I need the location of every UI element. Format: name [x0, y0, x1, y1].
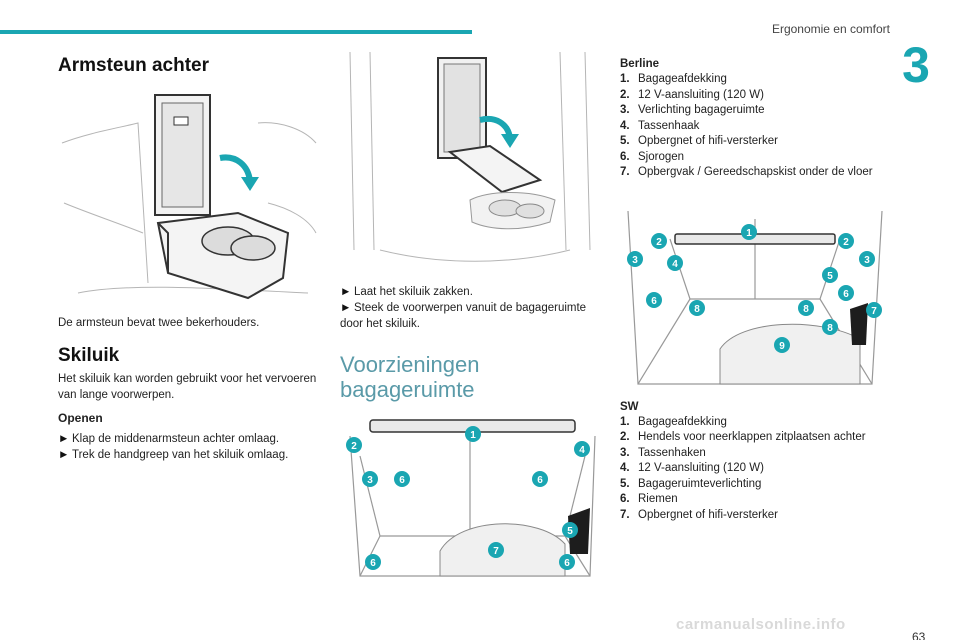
svg-text:2: 2 — [843, 237, 849, 248]
item-text: Opbergnet of hifi-versterker — [638, 508, 778, 521]
item-text: Tassenhaken — [638, 446, 706, 459]
step-item: ►Trek de handgreep van het skiluik omlaa… — [58, 449, 289, 461]
svg-text:8: 8 — [827, 323, 833, 334]
item-number: 1. — [620, 415, 630, 428]
openen-heading: Openen — [58, 411, 103, 425]
list-item: 5. Opbergnet of hifi-versterker — [620, 134, 890, 150]
svg-text:6: 6 — [537, 475, 543, 486]
left-column: Armsteun achter De armsteun bevat twee — [58, 55, 328, 463]
page-number: 63 — [912, 630, 926, 640]
item-number: 3. — [620, 446, 630, 459]
item-number: 5. — [620, 135, 630, 147]
item-text: Riemen — [638, 493, 678, 505]
berline-title: Berline — [620, 58, 659, 70]
item-number: 3. — [620, 104, 630, 116]
svg-text:4: 4 — [672, 259, 678, 270]
middle-column: ►Laat het skiluik zakken. ►Steek de voor… — [340, 50, 605, 588]
svg-text:3: 3 — [864, 255, 870, 266]
list-item: 7. Opbergnet of hifi-versterker — [620, 508, 890, 524]
svg-text:4: 4 — [579, 445, 585, 456]
svg-text:7: 7 — [493, 546, 499, 557]
watermark-text: carmanualsonline.info — [676, 616, 846, 633]
item-number: 7. — [620, 166, 630, 178]
item-number: 5. — [620, 477, 630, 490]
item-text: Bagageafdekking — [638, 73, 727, 85]
item-number: 1. — [620, 73, 630, 85]
callout-markers: 1 2 3 4 6 6 5 7 6 6 — [346, 426, 590, 570]
svg-text:6: 6 — [370, 558, 376, 569]
armrest-caption: De armsteun bevat twee bekerhouders. — [58, 317, 260, 329]
item-text: Tassenhaak — [638, 119, 700, 132]
section-title-skiluik: Skiluik — [58, 345, 120, 366]
item-text: Opbergvak / Gereedschapskist onder de vl… — [638, 166, 873, 178]
skiluik-illustration — [340, 50, 605, 278]
svg-text:9: 9 — [779, 341, 785, 352]
item-text: Opbergnet of hifi-versterker — [638, 135, 778, 147]
item-number: 2. — [620, 88, 630, 101]
list-item: 5. Bagageruimteverlichting — [620, 477, 890, 493]
item-text: Hendels voor neerklappen zitplaatsen ach… — [638, 431, 866, 443]
header-accent-bar — [0, 30, 472, 34]
list-item: 3. Verlichting bagageruimte — [620, 103, 890, 119]
arrow-right-icon: ► — [340, 302, 352, 314]
trunk-berline-illustration: 1 2 3 4 6 6 5 7 6 6 — [340, 416, 605, 588]
list-item: 6. Sjorogen — [620, 150, 890, 166]
svg-text:3: 3 — [367, 475, 373, 486]
item-text: Sjorogen — [638, 150, 685, 163]
berline-list: 1. Bagageafdekking 2. 12 V-aansluiting (120… — [620, 72, 890, 181]
svg-text:1: 1 — [746, 228, 752, 239]
section-title-bagageruimte: Voorzieningen bagageruimte — [340, 352, 480, 402]
item-number: 4. — [620, 119, 630, 132]
svg-text:7: 7 — [871, 306, 877, 317]
list-item: 2. Hendels voor neerklappen zitplaatsen a… — [620, 430, 890, 446]
arrow-right-icon: ► — [58, 433, 70, 445]
svg-text:6: 6 — [651, 296, 657, 307]
list-item: 6. Riemen — [620, 492, 890, 508]
list-item: 4. Tassenhaak — [620, 119, 890, 135]
sw-title: SW — [620, 400, 639, 413]
step-item: ►Klap de middenarmsteun achter omlaag. — [58, 433, 280, 445]
svg-text:8: 8 — [694, 304, 700, 315]
svg-text:6: 6 — [564, 558, 570, 569]
svg-text:3: 3 — [632, 255, 638, 266]
list-item: 2. 12 V-aansluiting (120 W) — [620, 88, 890, 104]
trunk-sw-illustration: 1 2 2 3 4 3 5 6 6 8 8 7 8 9 — [620, 198, 890, 395]
item-text: Bagageruimteverlichting — [638, 477, 762, 490]
right-column: Berline 1. Bagageafdekking 2. 12 V-aansluit… — [620, 58, 890, 523]
svg-text:5: 5 — [567, 526, 573, 537]
chapter-title: Ergonomie en comfort — [771, 22, 890, 36]
item-number: 6. — [620, 493, 630, 505]
item-text: Verlichting bagageruimte — [638, 104, 765, 116]
item-text: 12 V-aansluiting (120 W) — [638, 462, 764, 474]
svg-text:8: 8 — [803, 304, 809, 315]
step-item: ►Laat het skiluik zakken. — [340, 286, 473, 298]
svg-text:1: 1 — [470, 430, 476, 441]
chapter-number: 3 — [902, 37, 930, 93]
svg-text:5: 5 — [827, 271, 833, 282]
armrest-illustration — [58, 83, 328, 305]
section-title-armsteun: Armsteun achter — [58, 55, 209, 76]
list-item: 1. Bagageafdekking — [620, 415, 890, 431]
item-number: 2. — [620, 431, 630, 443]
list-item: 7. Opbergvak / Gereedschapskist onder de … — [620, 165, 890, 181]
item-number: 6. — [620, 150, 630, 163]
list-item: 4. 12 V-aansluiting (120 W) — [620, 461, 890, 477]
arrow-right-icon: ► — [340, 286, 352, 298]
item-number: 7. — [620, 508, 630, 521]
svg-text:2: 2 — [351, 441, 357, 452]
svg-text:6: 6 — [843, 289, 849, 300]
step-item: ►Steek de voorwerpen vanuit de bagagerui… — [340, 302, 587, 330]
skiluik-intro: Het skiluik kan worden gebruikt voor het… — [58, 373, 317, 401]
list-item: 1. Bagageafdekking — [620, 72, 890, 88]
item-text: Bagageafdekking — [638, 415, 727, 428]
svg-text:2: 2 — [656, 237, 662, 248]
item-number: 4. — [620, 462, 630, 474]
svg-text:6: 6 — [399, 475, 405, 486]
arrow-right-icon: ► — [58, 449, 70, 461]
sw-list: 1. Bagageafdekking 2. Hendels voor neerklap… — [620, 415, 890, 524]
item-text: 12 V-aansluiting (120 W) — [638, 88, 764, 101]
list-item: 3. Tassenhaken — [620, 446, 890, 462]
